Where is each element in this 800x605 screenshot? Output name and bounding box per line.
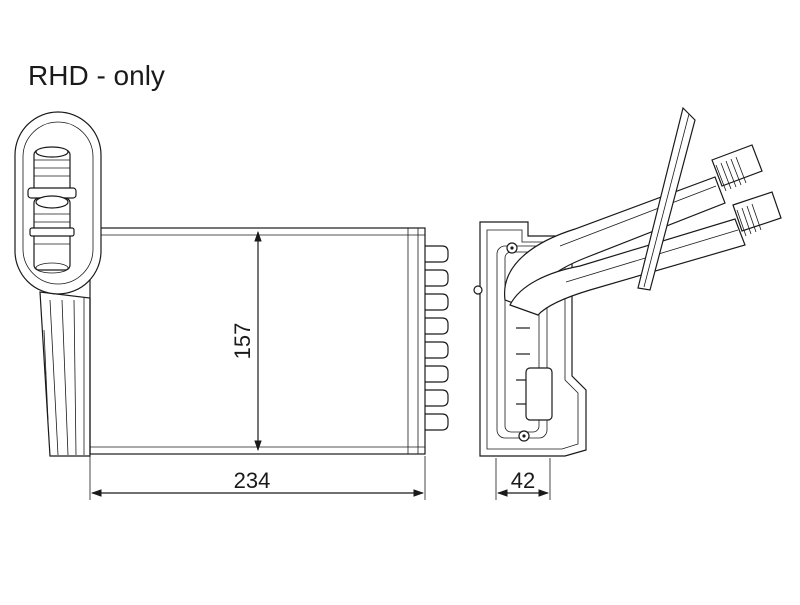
tube-end-loop bbox=[425, 389, 449, 407]
tube-end-loop bbox=[425, 245, 449, 263]
tube-end-loop bbox=[425, 293, 449, 311]
lower-pipe bbox=[29, 195, 75, 274]
height-dimension-label: 157 bbox=[230, 323, 255, 360]
tube-end-loop bbox=[425, 413, 449, 431]
lower-pipe-end bbox=[732, 191, 782, 237]
side-housing bbox=[479, 221, 587, 457]
side-clip bbox=[473, 285, 483, 295]
depth-dimension-label: 42 bbox=[511, 468, 535, 493]
side-view: 42 bbox=[473, 106, 782, 500]
width-dimension-label: 234 bbox=[234, 468, 271, 493]
upper-pipe-end bbox=[711, 144, 763, 192]
rhd-only-note: RHD - only bbox=[28, 60, 165, 91]
tube-ends bbox=[425, 245, 449, 431]
mount-bracket bbox=[525, 367, 553, 421]
side-tank bbox=[39, 291, 91, 457]
side-pipes bbox=[504, 176, 746, 316]
tube-end-loop bbox=[425, 317, 449, 335]
tube-end-loop bbox=[425, 269, 449, 287]
tube-end-loop bbox=[425, 365, 449, 383]
front-view: 157 234 bbox=[14, 111, 449, 500]
tube-end-loop bbox=[425, 341, 449, 359]
depth-dimension: 42 bbox=[495, 458, 551, 500]
upper-pipe bbox=[27, 146, 77, 199]
width-dimension: 234 bbox=[89, 456, 426, 500]
height-dimension: 157 bbox=[230, 230, 262, 452]
